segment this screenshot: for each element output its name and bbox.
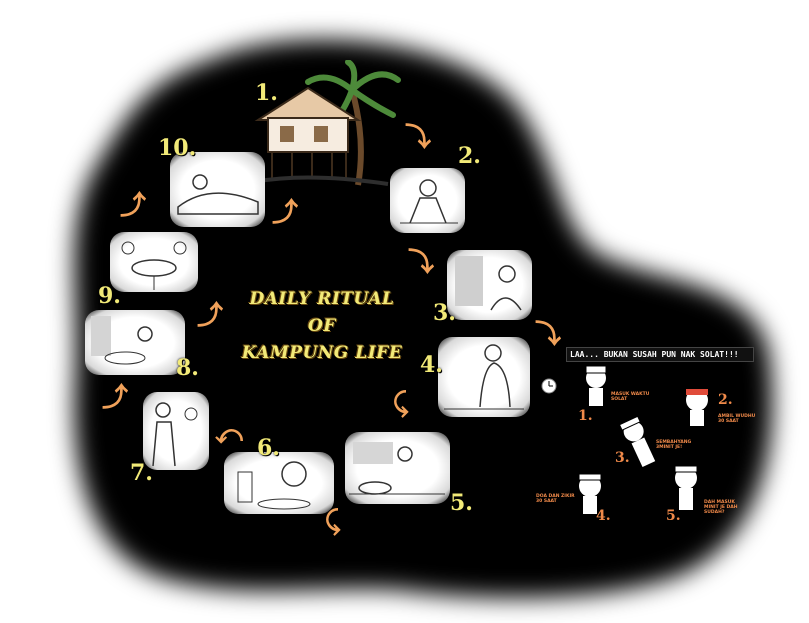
title-line-3: KAMPUNG LIFE — [241, 343, 403, 363]
step-number-1: 1. — [255, 80, 278, 106]
step-9-dinner-panel — [110, 232, 198, 292]
strip-figure-2 — [686, 389, 708, 426]
strip-panel-note-5: DAH MASUK MINIT JE DAH SUDAH? — [704, 500, 738, 515]
strip-figure-1 — [585, 365, 607, 406]
step-5-cooking-panel — [345, 432, 450, 504]
step-number-6: 6. — [257, 435, 280, 461]
step-1-house-illustration — [248, 59, 403, 190]
title-line-1: DAILY RITUAL — [249, 289, 395, 309]
step-number-2: 2. — [458, 143, 481, 169]
strip-panel-number-2: 2. — [718, 392, 733, 408]
strip-panel-number-5: 5. — [666, 508, 681, 524]
strip-panel-note-4: DOA DAN ZIKIR 30 SAAT — [536, 494, 575, 504]
step-number-8: 8. — [176, 355, 199, 381]
strip-panel-number-3: 3. — [615, 450, 630, 466]
step-number-4: 4. — [420, 352, 443, 378]
curved-arrow-icon: ⤴ — [120, 191, 147, 221]
curved-arrow-icon: ⤴ — [197, 301, 224, 331]
curved-arrow-icon: ⤵ — [535, 320, 562, 350]
title-line-2: OF — [308, 316, 336, 336]
step-2-waking-panel — [390, 168, 465, 233]
curved-arrow-icon: ⤹ — [393, 388, 409, 418]
curved-arrow-icon: ⤺ — [215, 420, 243, 450]
strip-panel-note-3: SEMBAHYANG 3MINIT JE! — [656, 440, 692, 450]
strip-panel-note-1: MASUK WAKTU SOLAT — [611, 392, 650, 402]
strip-figure-3 — [618, 415, 656, 467]
curved-arrow-icon: ⤵ — [405, 123, 432, 153]
step-3-bathing-panel — [447, 250, 532, 320]
step-7-visiting-panel — [143, 392, 209, 470]
step-number-3: 3. — [433, 300, 456, 326]
curved-arrow-icon: ⤴ — [102, 383, 129, 413]
step-number-7: 7. — [130, 460, 153, 486]
curved-arrow-icon: ⤹ — [325, 506, 341, 536]
step-number-9: 9. — [98, 283, 121, 309]
step-8-chores-panel — [85, 310, 185, 375]
step-4-praying-panel — [438, 337, 530, 417]
step-6-eating-panel — [224, 452, 334, 514]
comic-strip-title: LAA... BUKAN SUSAH PUN NAK SOLAT!!! — [566, 347, 754, 362]
step-number-5: 5. — [450, 490, 473, 516]
curved-arrow-icon: ⤴ — [272, 198, 299, 228]
curved-arrow-icon: ⤵ — [408, 248, 435, 278]
step-10-sleeping-panel — [170, 152, 265, 227]
step-number-10: 10. — [158, 135, 197, 161]
diagram-title: DAILY RITUAL OF KAMPUNG LIFE — [222, 286, 422, 367]
strip-figure-5 — [674, 465, 698, 510]
strip-figure-4 — [578, 473, 602, 514]
strip-panel-note-2: AMBIL WUDHU 30 SAAT — [718, 414, 756, 424]
strip-panel-number-1: 1. — [578, 408, 593, 424]
strip-panel-number-4: 4. — [596, 508, 611, 524]
